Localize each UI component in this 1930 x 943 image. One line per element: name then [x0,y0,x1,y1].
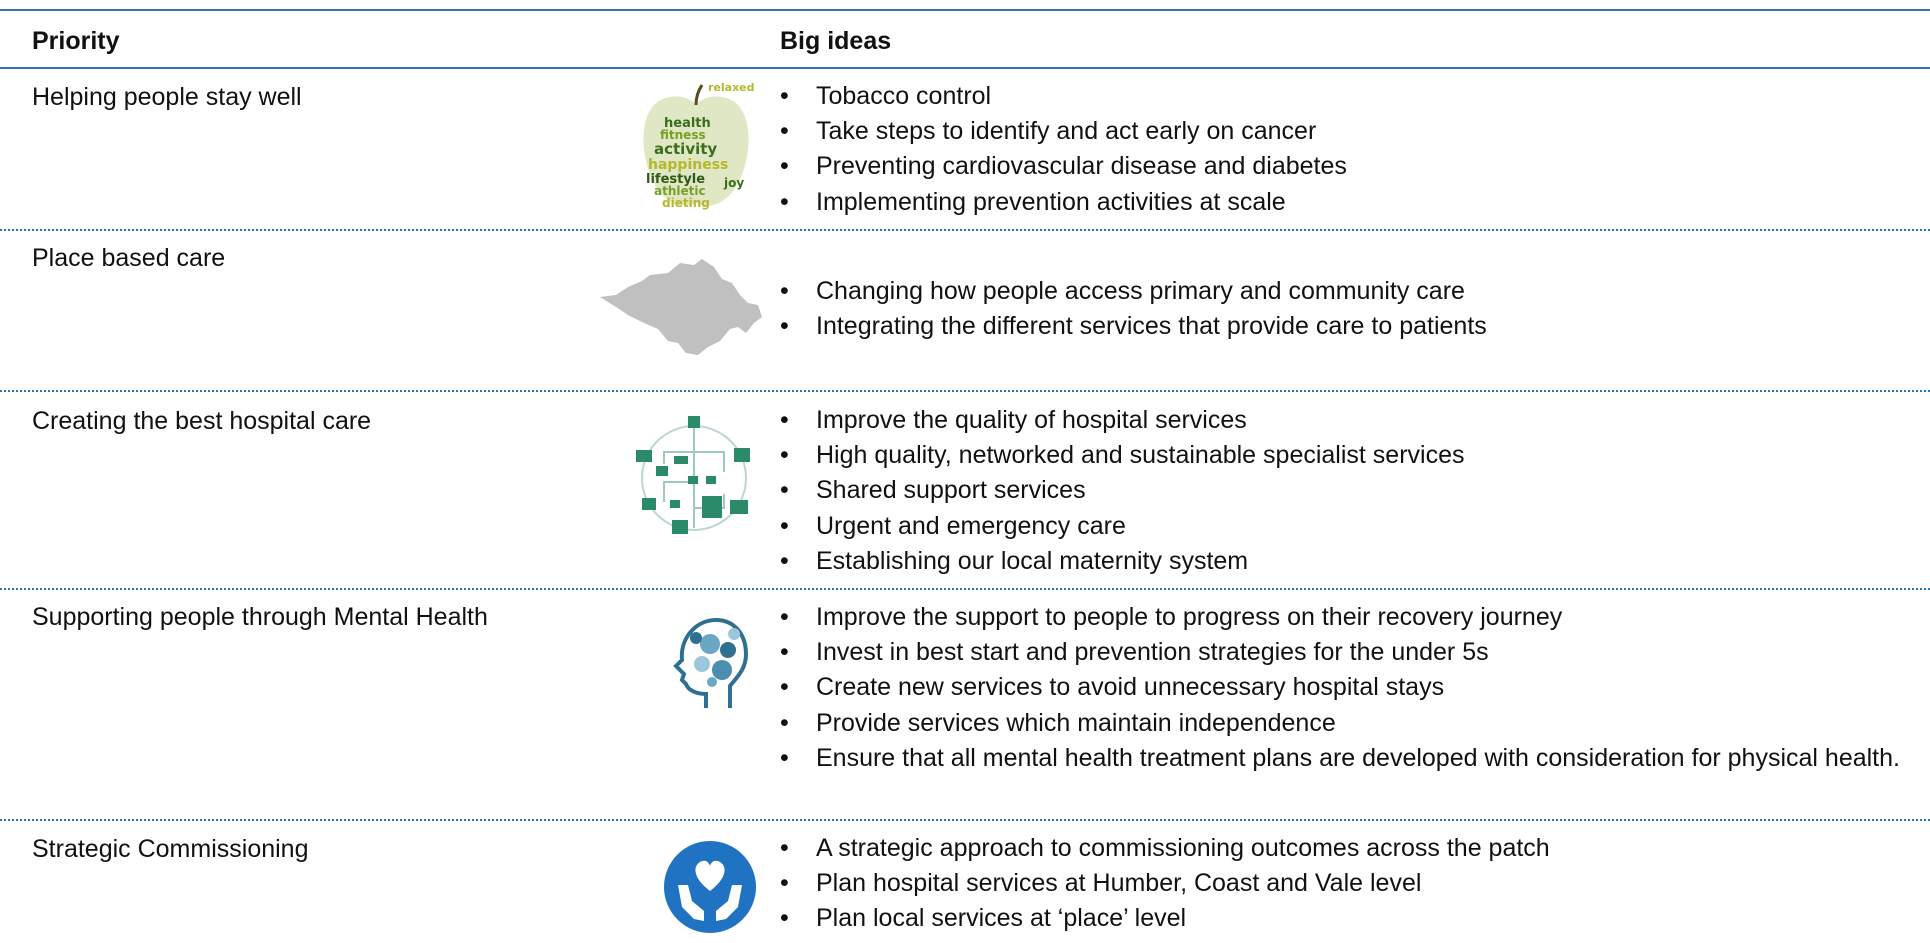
bullet-marker: • [780,441,789,470]
bullet-marker: • [780,834,789,862]
table-row: Supporting people through Mental Health … [0,590,1930,819]
svg-text:happiness: happiness [648,157,728,173]
bullet-marker: • [780,603,789,631]
list-item: • Shared support services [780,473,1920,508]
header-priority: Priority [32,27,120,55]
idea-text: Shared support services [816,476,1086,505]
bullet-marker: • [780,638,789,667]
priority-label: Creating the best hospital care [32,407,372,435]
bullet-marker: • [780,673,789,702]
priority-label: Place based care [32,244,226,272]
bullet-marker: • [780,476,789,505]
svg-text:relaxed: relaxed [708,83,754,94]
bullet-marker: • [780,743,789,772]
bullet-marker: • [780,187,789,216]
svg-text:lifestyle: lifestyle [646,172,705,187]
table-header: Priority Big ideas [0,11,1930,67]
bullet-marker: • [780,277,789,305]
row-divider [0,588,1930,590]
bullet-marker: • [780,117,789,146]
row-divider [0,229,1930,231]
list-item: • Provide services which maintain indepen… [780,706,1920,741]
row-divider [0,819,1930,821]
idea-text: Ensure that all mental health treatment … [816,743,1900,772]
bullet-marker: • [780,708,789,737]
big-ideas-list: • Improve the support to people to progre… [780,600,1920,776]
idea-text: Invest in best start and prevention stra… [816,638,1489,667]
idea-text: Implementing prevention activities at sc… [816,187,1286,216]
region-map-icon [600,259,762,355]
list-item: • Improve the support to people to progre… [780,600,1920,635]
priority-label: Strategic Commissioning [32,835,309,863]
list-item: • Establishing our local maternity system [780,544,1920,579]
svg-text:fitness: fitness [660,128,706,142]
list-item: • Take steps to identify and act early on… [780,114,1920,149]
priority-label: Supporting people through Mental Health [32,603,488,631]
idea-text: Take steps to identify and act early on … [816,117,1317,146]
bullet-marker: • [780,869,789,898]
table-row: Strategic Commissioning • A strategic app… [0,821,1930,943]
svg-text:health: health [664,116,711,131]
idea-text: Tobacco control [816,82,992,110]
idea-text: Plan hospital services at Humber, Coast … [816,869,1422,898]
top-rule [0,9,1930,11]
row-divider [0,390,1930,392]
bullet-marker: • [780,511,789,540]
idea-text: Integrating the different services that … [816,312,1487,341]
list-item: • Plan local services at ‘place’ level [780,901,1920,936]
list-item: • High quality, networked and sustainable… [780,438,1920,473]
bullet-marker: • [780,406,789,434]
priority-label: Helping people stay well [32,83,302,111]
list-item: • Create new services to avoid unnecessar… [780,670,1920,705]
bullet-marker: • [780,312,789,341]
list-item: • Changing how people access primary and … [780,274,1920,309]
big-ideas-list: • A strategic approach to commissioning o… [780,831,1920,937]
header-big-ideas: Big ideas [780,27,892,55]
head-gears-icon [673,617,748,708]
list-item: • Ensure that all mental health treatment… [780,741,1920,776]
idea-text: Urgent and emergency care [816,511,1126,540]
hands-heart-icon [664,841,756,933]
list-item: • Invest in best start and prevention str… [780,635,1920,670]
list-item: • Preventing cardiovascular disease and d… [780,149,1920,184]
list-item: • Implementing prevention activities at s… [780,185,1920,220]
apple-word-cloud-icon: health fitness activity happiness lifest… [643,83,754,210]
table-row: Creating the best hospital care • Improve… [0,392,1930,588]
bullet-marker: • [780,152,789,181]
idea-text: Create new services to avoid unnecessary… [816,673,1445,702]
svg-text:joy: joy [723,176,744,190]
svg-text:dieting: dieting [662,196,710,210]
bullet-marker: • [780,546,789,575]
big-ideas-list: • Tobacco control • Take steps to identify… [780,79,1920,220]
list-item: • A strategic approach to commissioning o… [780,831,1920,866]
list-item: • Improve the quality of hospital service… [780,403,1920,438]
hospital-network-icon [636,416,750,534]
list-item: • Plan hospital services at Humber, Coast… [780,866,1920,901]
idea-text: Preventing cardiovascular disease and di… [816,152,1347,181]
table-row: Helping people stay well health fitness … [0,69,1930,229]
idea-text: Establishing our local maternity system [816,546,1249,575]
idea-text: Improve the quality of hospital services [816,406,1247,434]
idea-text: A strategic approach to commissioning ou… [816,834,1550,862]
list-item: • Tobacco control [780,79,1920,114]
idea-text: Provide services which maintain independ… [816,708,1336,737]
list-item: • Integrating the different services that… [780,309,1920,344]
big-ideas-list: • Improve the quality of hospital service… [780,403,1920,579]
table-row: Place based care • Changing how people ac… [0,231,1930,390]
idea-text: Changing how people access primary and c… [816,277,1465,305]
idea-text: Plan local services at ‘place’ level [816,904,1187,933]
bullet-marker: • [780,904,789,933]
svg-text:activity: activity [654,140,717,158]
big-ideas-list: • Changing how people access primary and … [780,274,1920,344]
list-item: • Urgent and emergency care [780,509,1920,544]
idea-text: Improve the support to people to progres… [816,603,1563,631]
header-rule [0,67,1930,69]
idea-text: High quality, networked and sustainable … [816,441,1465,470]
svg-text:athletic: athletic [654,184,706,198]
bullet-marker: • [780,82,789,110]
